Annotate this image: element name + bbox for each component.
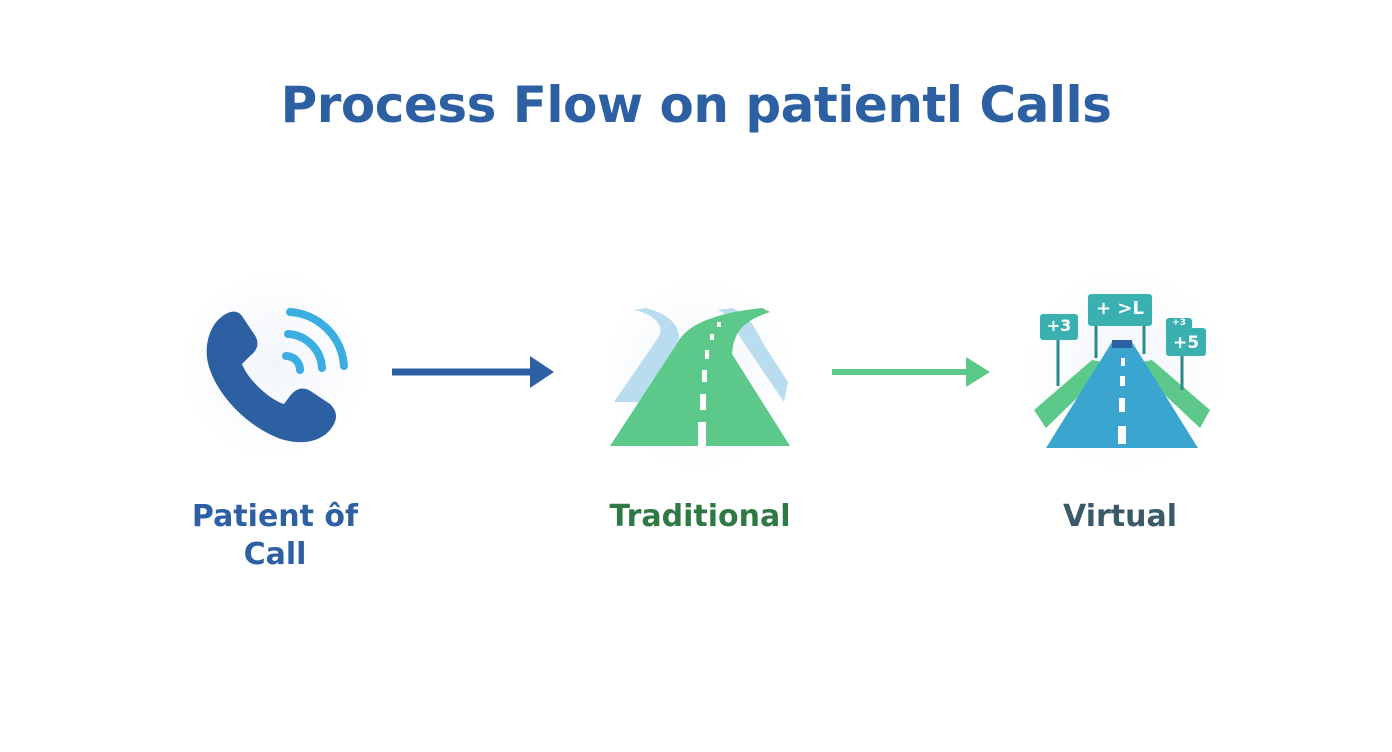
sign-text-top: + >L [1096,298,1144,319]
highway-signs-icon [1034,294,1210,448]
node-label-line: Virtual [1063,499,1177,534]
node-label-line: Call [243,537,307,572]
flow-arrow [392,356,554,388]
road-icon [610,308,790,446]
node-label-traditional: Traditional [575,498,825,536]
node-label-line: Patient ôf [191,499,359,534]
node-label-line: Traditional [609,499,791,534]
flow-arrow [832,357,990,387]
sign-text-right: +5 [1172,333,1200,353]
diagram-title: Process Flow on patientl Calls [280,76,1112,134]
node-label-call: Patient ôf Call [150,498,400,574]
sign-text-small: +3 [1172,318,1186,328]
sign-text-left: +3 [1046,316,1072,335]
phone-icon [206,308,348,443]
node-label-virtual: Virtual [995,498,1245,536]
